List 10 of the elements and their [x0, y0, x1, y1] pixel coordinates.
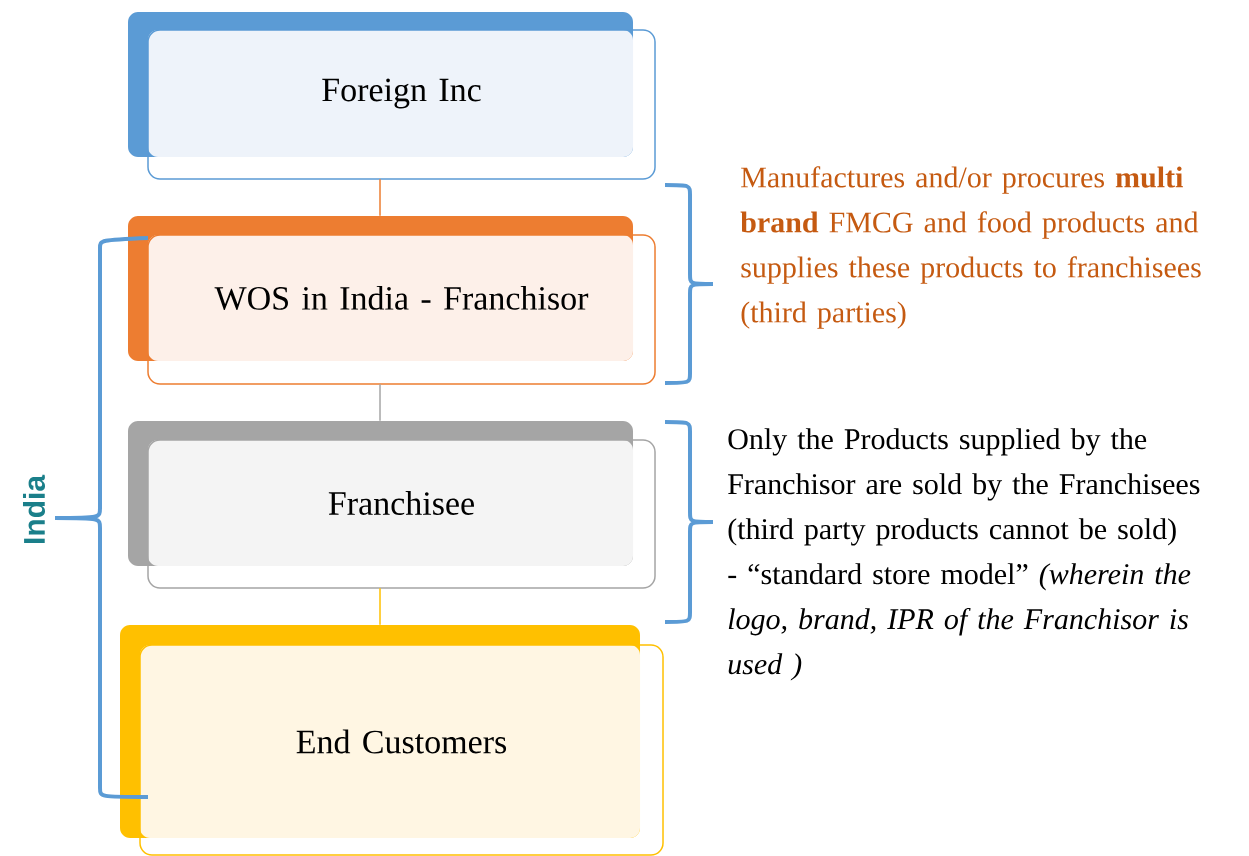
- process-box: Foreign Inc: [128, 12, 656, 180]
- connector-line: [379, 178, 381, 217]
- connector-line: [379, 383, 381, 422]
- process-box: End Customers: [120, 625, 664, 856]
- process-box: WOS in India - Franchisor: [128, 216, 656, 385]
- description-text: Only the Products supplied by the Franchisor are sold by the Franchisees (third party products cannot be sold) - “standard store model” (wherein the logo, brand, IPR of the Franchisor is used ): [728, 428, 1200, 681]
- description-text: Manufactures and/or procures multi brand FMCG and food products and supplies these products to franchisees (third parties): [740, 166, 1201, 329]
- process-box: Franchisee: [128, 421, 656, 589]
- region-label: India: [23, 474, 45, 543]
- connector-line: [379, 587, 381, 626]
